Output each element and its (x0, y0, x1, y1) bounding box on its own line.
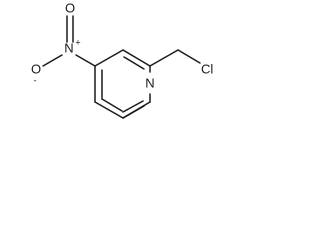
nitro-nitrogen-charge: + (75, 37, 80, 47)
bond-n1-c6-inner (122, 100, 144, 113)
nitro-oxygen-left-label: O (31, 61, 41, 76)
bond-nitro-o-left (42, 54, 63, 67)
bond-c2-ch2 (149, 49, 179, 67)
chlorine-label: Cl (201, 61, 213, 76)
bond-c6-c5-inner (101, 98, 123, 112)
chemical-structure: N + O O - N Cl (31, 0, 213, 119)
nitro-oxygen-top-label: O (65, 0, 75, 15)
bond-c4-nitro (75, 54, 96, 67)
bond-c4-c3 (94, 49, 124, 67)
bonds (42, 15, 201, 119)
bond-c3-c2 (122, 49, 151, 67)
bond-ch2-cl (177, 49, 201, 64)
ring-nitrogen-label: N (145, 75, 154, 90)
atom-labels: N + O O - N Cl (31, 0, 213, 90)
ring-n-bonds (122, 93, 151, 119)
nitro-oxygen-charge: - (34, 75, 37, 85)
nitro-nitrogen-label: N (64, 40, 73, 55)
bond-c3-c2-inner (123, 56, 145, 70)
bond-c6-c5 (94, 101, 124, 119)
bond-n1-c6-diag (122, 101, 151, 119)
